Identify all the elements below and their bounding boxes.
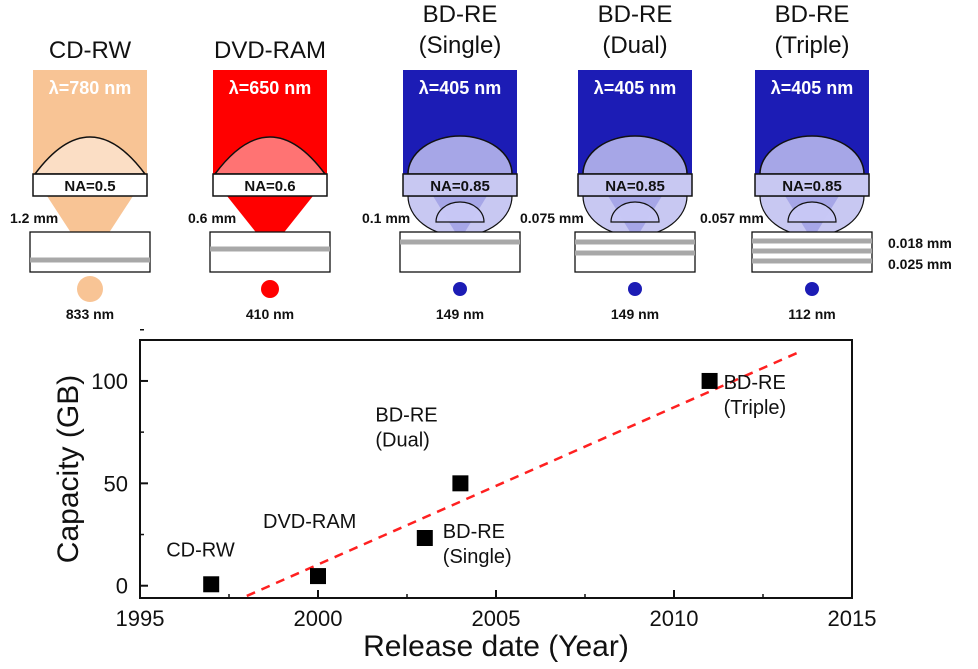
recording-layer (752, 248, 872, 254)
disc-3: BD-RE (Single) NA=0.85 λ=405 nm 0.1 mm 149 nm (362, 1, 521, 322)
laser-spot (628, 282, 642, 296)
laser-beam (213, 70, 327, 174)
na-box (212, 173, 328, 197)
laser-spot (77, 276, 103, 302)
x-tick-label: 2015 (828, 606, 877, 631)
cover-depth-label: 0.6 mm (188, 210, 236, 226)
recording-layer (30, 257, 150, 263)
objective-lens (759, 135, 865, 175)
disc-substrate (399, 231, 521, 273)
objective-lens (213, 136, 327, 175)
laser-spot (261, 280, 279, 298)
recording-layer (575, 250, 695, 256)
objective-lens (582, 135, 688, 175)
y-axis-title: Capacity (GB) (52, 375, 85, 563)
na-box (32, 173, 148, 197)
immersion-lens (610, 201, 660, 223)
recording-layer (400, 239, 520, 245)
objective-lens (33, 136, 147, 175)
spot-size-label: 410 nm (246, 306, 294, 322)
data-point (310, 568, 326, 585)
point-label: (Dual) (375, 429, 429, 451)
layer-spacing-label-2: 0.025 mm (888, 256, 952, 272)
disc-2: DVD-RAM NA=0.6 λ=650 nm 0.6 mm 410 nm (188, 37, 331, 322)
laser-spot (805, 282, 819, 296)
wavelength-label: λ=405 nm (594, 78, 677, 98)
disc-title-line: (Single) (419, 32, 502, 59)
spot-size-label: 833 nm (66, 306, 114, 322)
x-axis-title: Release date (Year) (363, 630, 629, 663)
point-label: DVD-RAM (263, 511, 356, 533)
point-label: (Triple) (724, 397, 787, 419)
layer-spacing-label-1: 0.018 mm (888, 235, 952, 251)
disc-title-line: BD-RE (598, 1, 673, 28)
y-tick-label: 100 (91, 369, 128, 394)
point-label: BD-RE (375, 404, 437, 426)
laser-beam (33, 70, 147, 174)
focus-cone (47, 196, 133, 262)
cover-depth-label: 0.057 mm (700, 210, 764, 226)
cover-depth-label: 1.2 mm (10, 210, 58, 226)
disc-title-line: CD-RW (49, 37, 132, 64)
data-point (203, 576, 220, 593)
point-label: CD-RW (166, 539, 235, 561)
disc-title-line: DVD-RAM (214, 37, 326, 64)
disc-title-line: (Dual) (602, 32, 667, 59)
cover-depth-label: 0.075 mm (520, 210, 584, 226)
recording-layer (752, 238, 872, 244)
y-tick-label: 0 (116, 574, 128, 599)
cover-depth-label: 0.1 mm (362, 210, 410, 226)
wavelength-label: λ=650 nm (229, 78, 312, 98)
disc-title-line: BD-RE (423, 1, 498, 28)
point-label: BD-RE (724, 372, 786, 394)
y-tick-label: 50 (104, 471, 128, 496)
x-tick-label: 2005 (472, 606, 521, 631)
disc-title-line: (Triple) (774, 32, 849, 59)
na-box (402, 173, 518, 197)
disc-1: CD-RW NA=0.5 λ=780 nm 1.2 mm 833 nm (10, 37, 151, 322)
na-label: NA=0.85 (430, 178, 490, 195)
disc-title-line: BD-RE (775, 1, 850, 28)
wavelength-label: λ=780 nm (49, 78, 132, 98)
laser-spot (453, 282, 467, 296)
point-label: BD-RE (443, 521, 505, 543)
disc-comparison-panel: CD-RW NA=0.5 λ=780 nm 1.2 mm 833 nm DVD-RAM NA… (10, 1, 873, 322)
na-box (754, 173, 870, 197)
x-tick-label: 2010 (650, 606, 699, 631)
data-point (416, 530, 433, 547)
na-label: NA=0.85 (782, 178, 842, 195)
disc-substrate (29, 231, 151, 273)
disc-5: BD-RE (Triple) NA=0.85 λ=405 nm 0.057 mm 112 … (700, 1, 873, 322)
recording-layer (575, 239, 695, 245)
immersion-lens (435, 201, 485, 223)
na-label: NA=0.5 (64, 178, 115, 195)
spot-size-label: 112 nm (788, 306, 835, 322)
data-point (701, 372, 718, 389)
immersion-lens (787, 201, 837, 223)
wavelength-label: λ=405 nm (419, 78, 502, 98)
point-label: (Single) (443, 546, 512, 568)
trend-line (246, 351, 800, 598)
focus-cone (227, 196, 313, 250)
data-point (452, 475, 469, 492)
na-label: NA=0.6 (244, 178, 295, 195)
recording-layer (210, 246, 330, 252)
objective-lens (407, 135, 513, 175)
recording-layer (752, 258, 872, 264)
wavelength-label: λ=405 nm (771, 78, 854, 98)
na-box (577, 173, 693, 197)
x-tick-label: 1995 (116, 606, 165, 631)
spot-size-label: 149 nm (611, 306, 659, 322)
na-label: NA=0.85 (605, 178, 665, 195)
disc-substrate (209, 231, 331, 273)
x-tick-label: 2000 (294, 606, 343, 631)
spot-size-label: 149 nm (436, 306, 484, 322)
disc-4: BD-RE (Dual) NA=0.85 λ=405 nm 0.075 mm 149 nm (520, 1, 696, 322)
